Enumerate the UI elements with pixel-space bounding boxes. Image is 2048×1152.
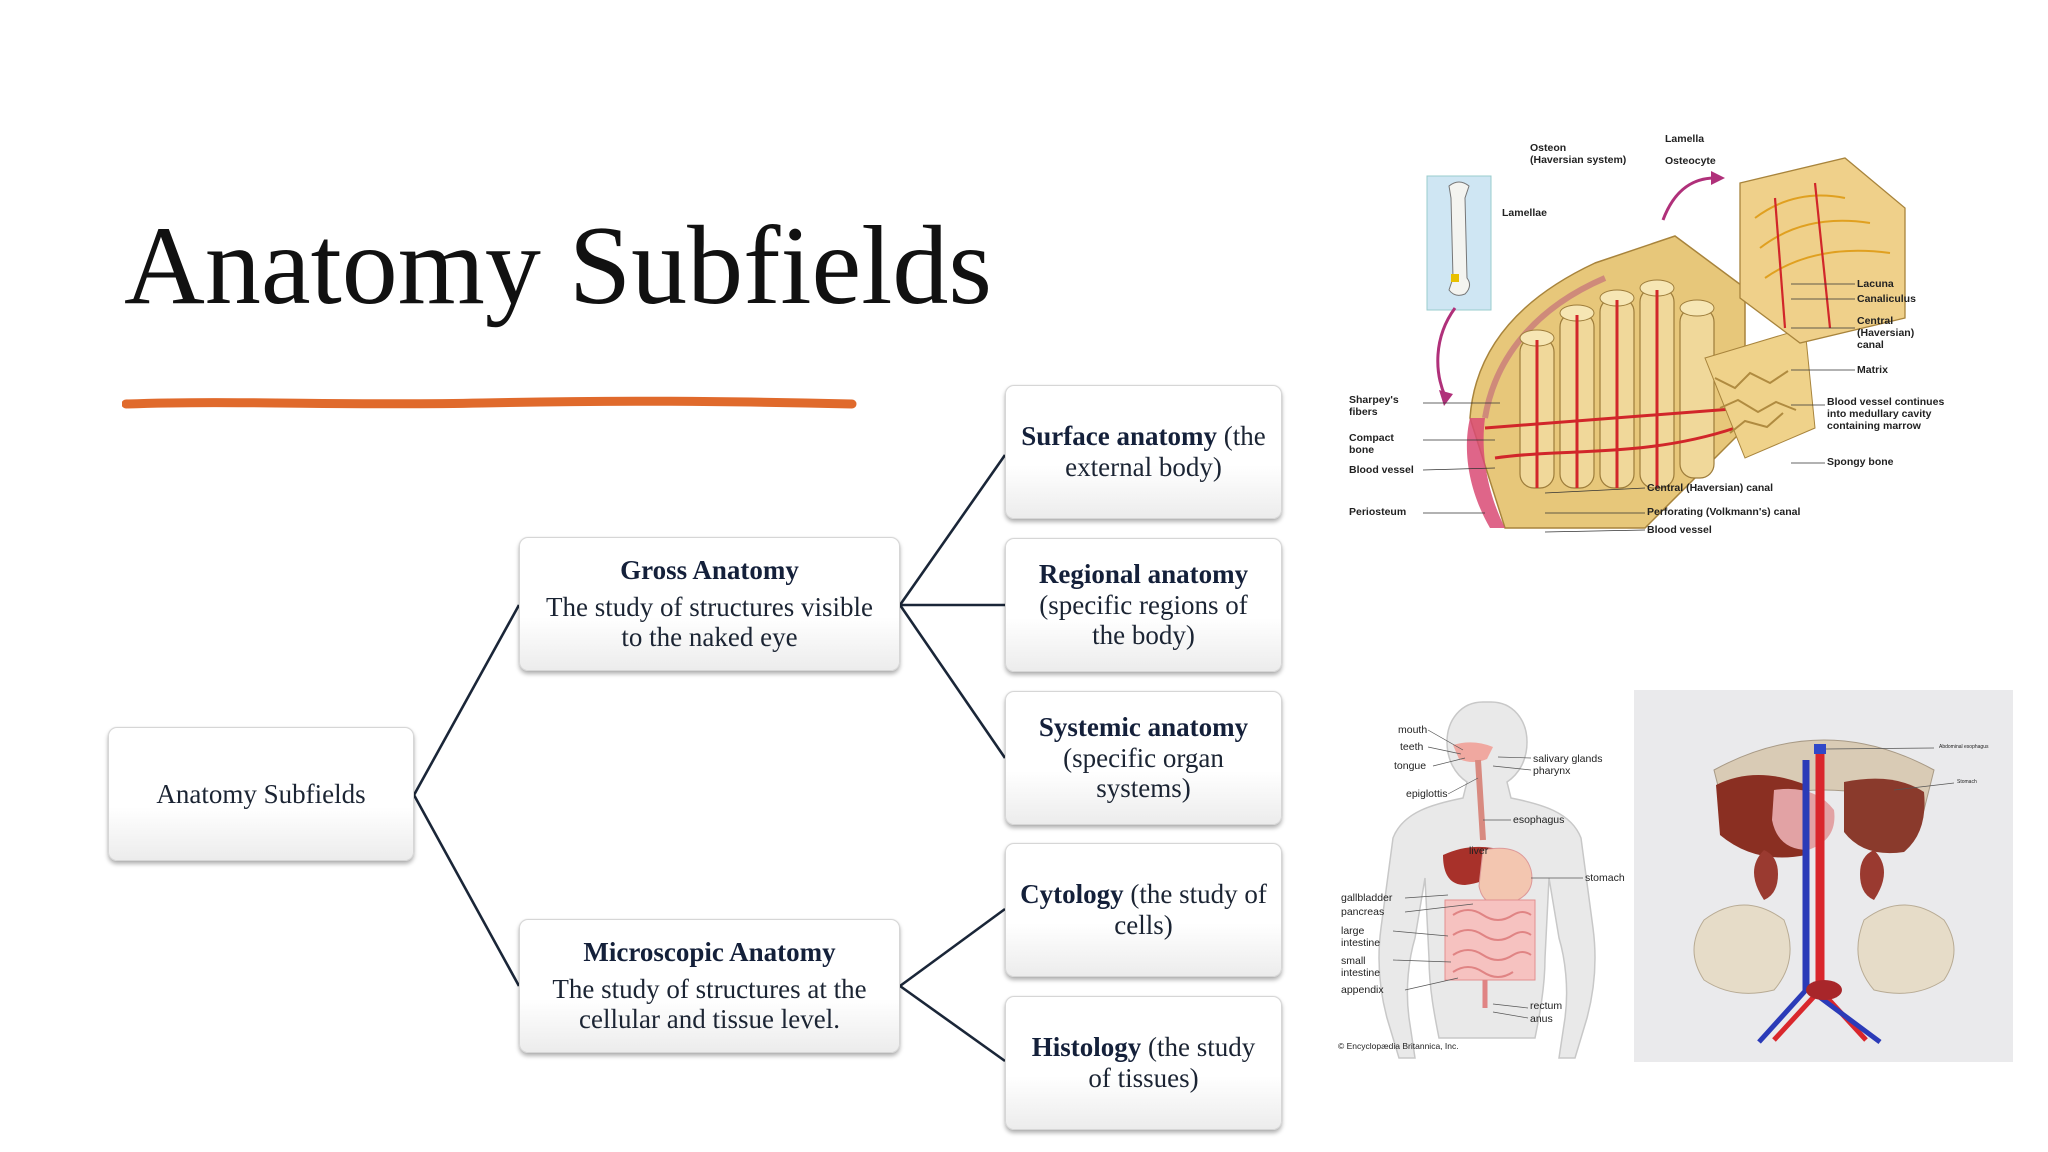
node-gross-anatomy: Gross Anatomy The study of structures vi… [519,537,900,671]
label-central-canal: Central (Haversian) canal [1857,315,1915,352]
label-compact-bone: Compact bone [1349,432,1394,457]
label-lamellae: Lamellae [1502,207,1547,219]
node-regional-anatomy: Regional anatomy (specific regions of th… [1005,538,1282,672]
systemic-lead: Systemic anatomy [1038,711,1249,742]
node-histology: Histology (the study of tissues) [1005,996,1282,1130]
bone-illustration [1422,157,1906,533]
surface-lead: Surface anatomy [1021,421,1217,452]
label-vessel-continues: Blood vessel continues into medullary ca… [1827,396,1945,433]
label-periosteum: Periosteum [1349,506,1407,518]
label-teeth: teeth [1400,741,1424,753]
label-lacuna: Lacuna [1857,278,1894,290]
label-rectum: rectum [1530,1000,1563,1012]
label-canaliculus: Canaliculus [1857,293,1916,305]
label-gallbladder: gallbladder [1341,892,1393,904]
connector-gross-systemic [898,604,1007,759]
abdominal-model-illustration [1693,739,1955,1045]
label-pancreas: pancreas [1341,906,1385,918]
label-epiglottis: epiglottis [1406,788,1448,800]
node-systemic-anatomy: Systemic anatomy (specific organ systems… [1005,691,1282,825]
histology-rest: (the study of tissues) [1088,1032,1256,1093]
abdominal-model-figure: Abdominal esophagus Stomach [1634,690,2013,1062]
label-sharpeys: Sharpey's fibers [1349,394,1399,419]
label-osteon: Osteon (Haversian system) [1530,142,1627,167]
node-anatomy-subfields: Anatomy Subfields [108,727,414,861]
label-large-intestine: large intestine [1341,925,1381,950]
connector-root-microscopic [412,794,521,987]
cytology-lead: Cytology [1020,879,1124,910]
surface-rest: (the external body) [1065,421,1266,482]
node-cytology: Cytology (the study of cells) [1005,843,1282,977]
label-liver: liver [1469,845,1489,857]
label-central-haversian-canal: Central (Haversian) canal [1647,482,1774,494]
node-gross-head: Gross Anatomy [620,554,799,585]
digestive-system-figure: mouth teeth tongue epiglottis salivary g… [1333,690,1634,1062]
systemic-rest: (specific organ systems) [1063,742,1224,804]
label-anus: anus [1530,1013,1553,1025]
label-osteocyte: Osteocyte [1665,155,1716,167]
label-tongue: tongue [1394,760,1427,772]
node-microscopic-anatomy: Microscopic Anatomy The study of structu… [519,919,900,1053]
connector-root-gross [412,604,521,796]
label-small-intestine: small intestine [1341,955,1381,980]
cytology-rest: (the study of cells) [1114,879,1267,940]
node-microscopic-desc: The study of structures at the cellular … [552,973,867,1035]
regional-lead: Regional anatomy [1038,558,1249,589]
title-underline [122,396,857,409]
bone-structure-figure: Osteon (Haversian system) Lamella Osteoc… [1345,128,1965,548]
label-blood-vessel-left: Blood vessel [1349,464,1414,476]
label-esophagus: esophagus [1513,814,1565,826]
slide-title: Anatomy Subfields [124,204,992,328]
connector-gross-surface [898,454,1007,606]
connector-micro-histology [899,984,1006,1063]
label-model-stomach: Stomach [1957,779,1977,785]
label-lamella: Lamella [1665,133,1705,145]
node-root-label: Anatomy Subfields [156,778,366,809]
node-microscopic-head: Microscopic Anatomy [583,936,836,967]
label-perforating-canal: Perforating (Volkmann's) canal [1647,506,1801,518]
node-gross-desc: The study of structures visible to the n… [546,591,873,653]
connector-micro-cytology [899,907,1006,988]
label-pharynx: pharynx [1533,765,1571,777]
label-mouth: mouth [1398,724,1428,736]
label-abdominal-esophagus: Abdominal esophagus [1939,744,1989,750]
label-blood-vessel-bottom: Blood vessel [1647,524,1712,536]
label-salivary-glands: salivary glands [1533,753,1603,765]
label-spongy-bone: Spongy bone [1827,456,1894,468]
histology-lead: Histology [1031,1032,1142,1063]
regional-rest: (specific regions of the body) [1039,589,1248,651]
node-surface-anatomy: Surface anatomy (the external body) [1005,385,1282,519]
label-appendix: appendix [1341,984,1384,996]
label-matrix: Matrix [1857,364,1888,376]
digestive-illustration [1378,701,1596,1059]
image-credit: © Encyclopædia Britannica, Inc. [1338,1041,1459,1051]
label-stomach: stomach [1585,872,1625,884]
